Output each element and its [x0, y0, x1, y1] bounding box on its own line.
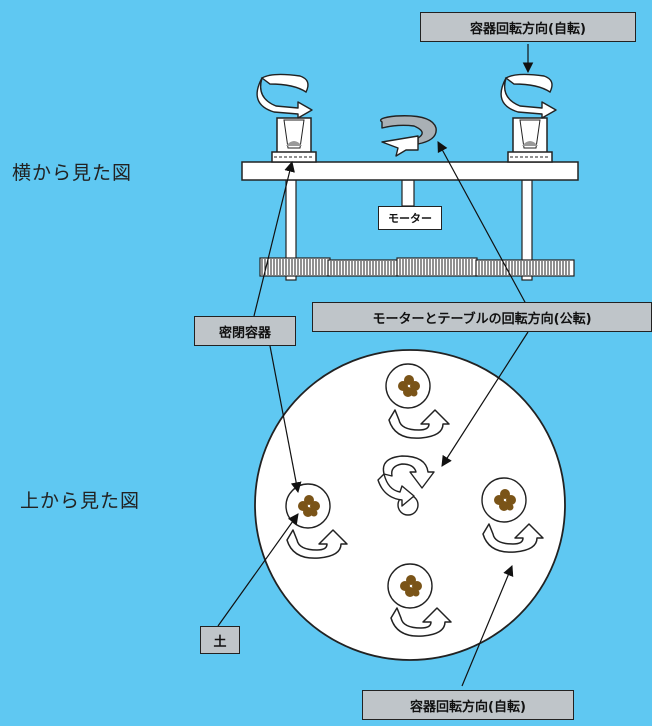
table-platform: [241, 161, 579, 181]
table-spin-arrow-icon: [379, 115, 437, 157]
sealed-container-label: 密閉容器: [194, 316, 296, 346]
table-rotation-label: モーターとテーブルの回転方向(公転): [312, 302, 652, 332]
side-view: [241, 73, 579, 281]
container-top: [385, 363, 431, 409]
callout-lines: [217, 44, 534, 687]
left-container-side: [271, 117, 317, 163]
container-bottom: [387, 563, 433, 609]
container-right: [481, 477, 527, 523]
gear-strip: [259, 257, 575, 277]
center-rotation-arrow-icon: [377, 455, 435, 507]
soil-label: 土: [200, 626, 240, 654]
container-rotation-label-bottom: 容器回転方向(自転): [362, 690, 574, 720]
right-spin-arrow-icon: [500, 73, 557, 119]
container-rotation-label-top: 容器回転方向(自転): [420, 12, 636, 42]
side-view-label: 横から見た図: [12, 162, 133, 184]
top-view-label: 上から見た図: [20, 490, 141, 512]
motor-shaft: [401, 179, 415, 207]
top-view: [254, 349, 566, 661]
left-spin-arrow-icon: [256, 73, 313, 119]
right-container-side: [507, 117, 553, 163]
motor-label: モーター: [378, 206, 442, 230]
